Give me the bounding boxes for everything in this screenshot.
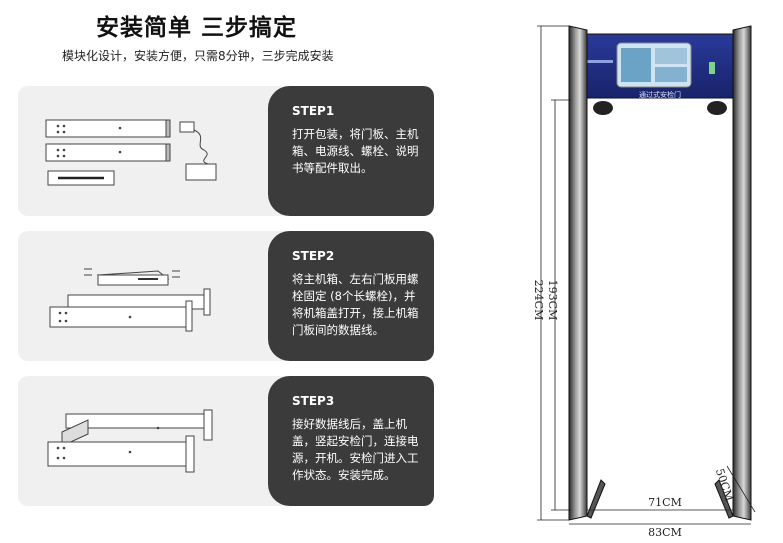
right-speaker-icon [707, 101, 727, 115]
gate-indicator-light [709, 62, 715, 74]
step1-illustration [45, 119, 217, 186]
step2-illustration [49, 268, 211, 332]
page-subtitle: 模块化设计，安装方便，只需8分钟，三步完成安装 [62, 49, 334, 63]
step2-description: 将主机箱、左右门板用螺栓固定 (8个长螺栓)，并将机箱盖打开，接上机箱门板间的数… [292, 272, 419, 337]
dim-height-outer: 224CM [532, 280, 545, 321]
dim-height-inner: 193CM [546, 280, 559, 321]
step3-illustration [47, 409, 213, 473]
step1-description: 打开包装，将门板、主机箱、电源线、螺栓、说明书等配件取出。 [292, 127, 419, 175]
step3-description: 接好数据线后，盖上机盖，竖起安检门，连接电源，开机。安检门进入工作状态。安装完成… [292, 417, 419, 482]
step-card-2: STEP2 将主机箱、左右门板用螺栓固定 (8个长螺栓)，并将机箱盖打开，接上机… [18, 231, 434, 361]
right-pillar [732, 25, 752, 521]
page-title: 安装简单 三步搞定 [96, 15, 298, 41]
step-card-1: STEP1 打开包装，将门板、主机箱、电源线、螺栓、说明书等配件取出。 [18, 86, 434, 216]
dim-width-inner: 71CM [648, 496, 682, 509]
step3-label: STEP3 [292, 394, 335, 408]
step1-text-panel: STEP1 打开包装，将门板、主机箱、电源线、螺栓、说明书等配件取出。 [268, 86, 434, 216]
step2-label: STEP2 [292, 249, 335, 263]
gate-panel-text: 通过式安检门 [639, 90, 681, 99]
dim-width-outer: 83CM [648, 526, 682, 539]
step3-text-panel: STEP3 接好数据线后，盖上机盖，竖起安检门，连接电源，开机。安检门进入工作状… [268, 376, 434, 506]
step-card-3: STEP3 接好数据线后，盖上机盖，竖起安检门，连接电源，开机。安检门进入工作状… [18, 376, 434, 506]
security-gate-illustration: 通过式安检门 224CM 193CM 71CM 83CM 50CM [532, 25, 756, 539]
left-pillar [568, 25, 588, 521]
left-speaker-icon [593, 101, 613, 115]
step1-label: STEP1 [292, 104, 335, 118]
step2-text-panel: STEP2 将主机箱、左右门板用螺栓固定 (8个长螺栓)，并将机箱盖打开，接上机… [268, 231, 434, 361]
